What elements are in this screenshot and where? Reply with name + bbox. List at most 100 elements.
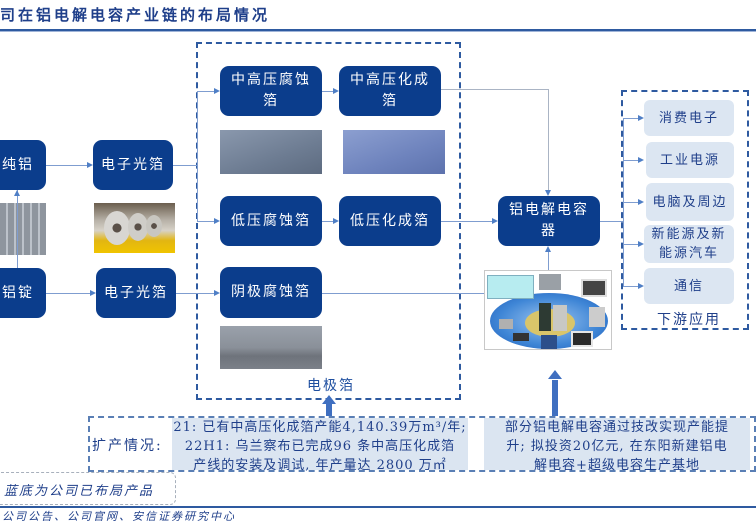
expansion-note-box — [88, 416, 756, 472]
downstream-item-label: 通信 — [673, 278, 704, 294]
connector-to-computers — [623, 202, 638, 203]
capacitor-label: 铝电解电容器 — [509, 202, 589, 239]
electronic-foil-top-label: 电子光箔 — [101, 156, 165, 173]
big-arrow-up-icon — [548, 370, 562, 379]
connector-mid-high-down — [548, 89, 549, 190]
connector-pure-to-foil — [46, 165, 87, 166]
aluminum-electrolytic-capacitor-box: 铝电解电容器 — [498, 196, 600, 246]
big-arrow-up-icon — [322, 395, 336, 404]
foil-roll-photo — [94, 203, 175, 253]
downstream-item-label: 新能源及新能源汽车 — [651, 227, 727, 261]
diagram-title: 司在铝电解电容产业链的布局情况 — [0, 6, 271, 24]
legend-box — [0, 472, 176, 505]
big-arrow-shaft — [552, 380, 558, 416]
arrow-right-icon — [638, 199, 644, 205]
electrode-foil-label: 电极箔 — [307, 378, 355, 394]
connector-ingot-to-foil — [46, 293, 90, 294]
downstream-item-industrial-power: 工业电源 — [646, 142, 734, 178]
arrow-up-icon — [14, 190, 20, 196]
footer-divider — [0, 506, 756, 508]
cathode-corrosion-foil-label: 阴极腐蚀箔 — [231, 284, 311, 300]
cathode-corrosion-foil-photo — [220, 326, 322, 369]
connector-capacitor-to-downstream — [600, 221, 623, 222]
product-device — [513, 333, 529, 341]
mid-high-corrosion-foil-label: 中高压腐蚀箔 — [231, 72, 311, 109]
title-divider-light — [0, 31, 756, 32]
product-device — [589, 307, 605, 327]
low-formation-foil-box: 低压化成箔 — [339, 196, 441, 246]
arrow-right-icon — [87, 162, 93, 168]
downstream-item-new-energy-vehicles: 新能源及新能源汽车 — [644, 225, 734, 263]
electronic-foil-bottom-box: 电子光箔 — [96, 268, 176, 318]
mid-high-corrosion-foil-photo — [220, 130, 322, 174]
arrow-right-icon — [333, 218, 339, 224]
expansion-line-3: 产线的安装及调试, 年产量达 2800 万㎡ — [193, 458, 447, 473]
mid-high-corrosion-foil-box: 中高压腐蚀箔 — [220, 66, 322, 116]
product-device — [499, 319, 513, 329]
arrow-right-icon — [638, 283, 644, 289]
arrow-right-icon — [333, 88, 339, 94]
arrow-right-icon — [214, 218, 220, 224]
product-cabinet — [539, 303, 551, 331]
low-corrosion-foil-label: 低压腐蚀箔 — [231, 212, 311, 229]
low-corrosion-foil-box: 低压腐蚀箔 — [220, 196, 322, 246]
connector-group-split — [197, 91, 198, 221]
capacitor-note-line-3: 解电容+超级电容生产基地 — [534, 458, 700, 473]
connector-ingot-to-pure — [17, 190, 18, 268]
product-device — [539, 274, 561, 290]
downstream-label: 下游应用 — [657, 312, 721, 328]
downstream-group — [621, 90, 749, 330]
connector-cathode-to-products — [322, 293, 484, 294]
connector-low-corrosion-to-formation — [322, 221, 333, 222]
connector-to-new-energy — [623, 244, 638, 245]
big-arrow-shaft — [326, 404, 332, 416]
connector-to-communications — [623, 286, 638, 287]
downstream-item-label: 消费电子 — [658, 110, 719, 126]
mid-high-formation-foil-box: 中高压化成箔 — [339, 66, 441, 116]
product-spec-panel — [487, 275, 534, 299]
connector-to-industrial — [623, 160, 638, 161]
expansion-line-2: 22H1: 乌兰察布已完成96 条中高压化成箔 — [184, 439, 456, 454]
expansion-details: 21: 已有中高压化成箔产能4,140.39万m³/年; 22H1: 乌兰察布已… — [172, 418, 468, 473]
connector-to-low-corrosion — [197, 221, 214, 222]
source-text: 公司公告、公司官网、安信证券研究中心 — [2, 510, 236, 523]
foil-roll-shape — [146, 215, 162, 237]
aluminum-ingot-photo — [0, 203, 46, 255]
connector-products-to-capacitor — [548, 252, 549, 270]
downstream-item-label: 工业电源 — [659, 152, 720, 168]
electronic-foil-bottom-label: 电子光箔 — [104, 284, 168, 301]
capacitor-note-line-1: 部分铝电解电容通过技改实现产能提 — [504, 420, 729, 435]
legend-text: 蓝底为公司已布局产品 — [4, 484, 155, 499]
capacitor-expansion-details: 部分铝电解电容通过技改实现产能提 升; 拟投资20亿元, 在东阳新建铝电 解电容… — [484, 418, 750, 473]
mid-high-formation-foil-label: 中高压化成箔 — [350, 72, 430, 109]
connector-mid-high-formation-to-capacitor — [441, 89, 549, 90]
aluminum-ingot-label: 铝锭 — [2, 284, 34, 301]
electronic-foil-top-box: 电子光箔 — [93, 140, 173, 190]
expansion-line-1: 21: 已有中高压化成箔产能4,140.39万m³/年; — [173, 420, 467, 435]
arrow-right-icon — [214, 88, 220, 94]
product-device — [581, 279, 607, 297]
arrow-right-icon — [214, 290, 220, 296]
arrow-right-icon — [638, 241, 644, 247]
capacitor-note-line-2: 升; 拟投资20亿元, 在东阳新建铝电 — [506, 439, 728, 454]
arrow-down-icon — [545, 190, 551, 196]
title-divider — [0, 29, 756, 31]
arrow-right-icon — [90, 290, 96, 296]
arrow-right-icon — [638, 157, 644, 163]
foil-roll-shape — [128, 213, 148, 241]
product-device — [571, 331, 593, 347]
downstream-item-communications: 通信 — [644, 268, 734, 304]
connector-to-consumer — [623, 118, 638, 119]
connector-low-formation-to-capacitor — [441, 221, 492, 222]
mid-high-formation-foil-photo — [343, 130, 445, 174]
pure-aluminum-box: 纯铝 — [0, 140, 46, 190]
arrow-right-icon — [492, 218, 498, 224]
downstream-item-label: 电脑及周边 — [652, 194, 728, 210]
foil-roll-shape — [104, 211, 130, 245]
aluminum-ingot-box: 铝锭 — [0, 268, 46, 318]
product-device — [541, 335, 557, 349]
connector-mid-high-corrosion-to-formation — [322, 91, 333, 92]
downstream-item-computers-peripherals: 电脑及周边 — [646, 183, 734, 221]
connector-foil-to-cathode — [176, 293, 214, 294]
cathode-corrosion-foil-box: 阴极腐蚀箔 — [220, 267, 322, 318]
